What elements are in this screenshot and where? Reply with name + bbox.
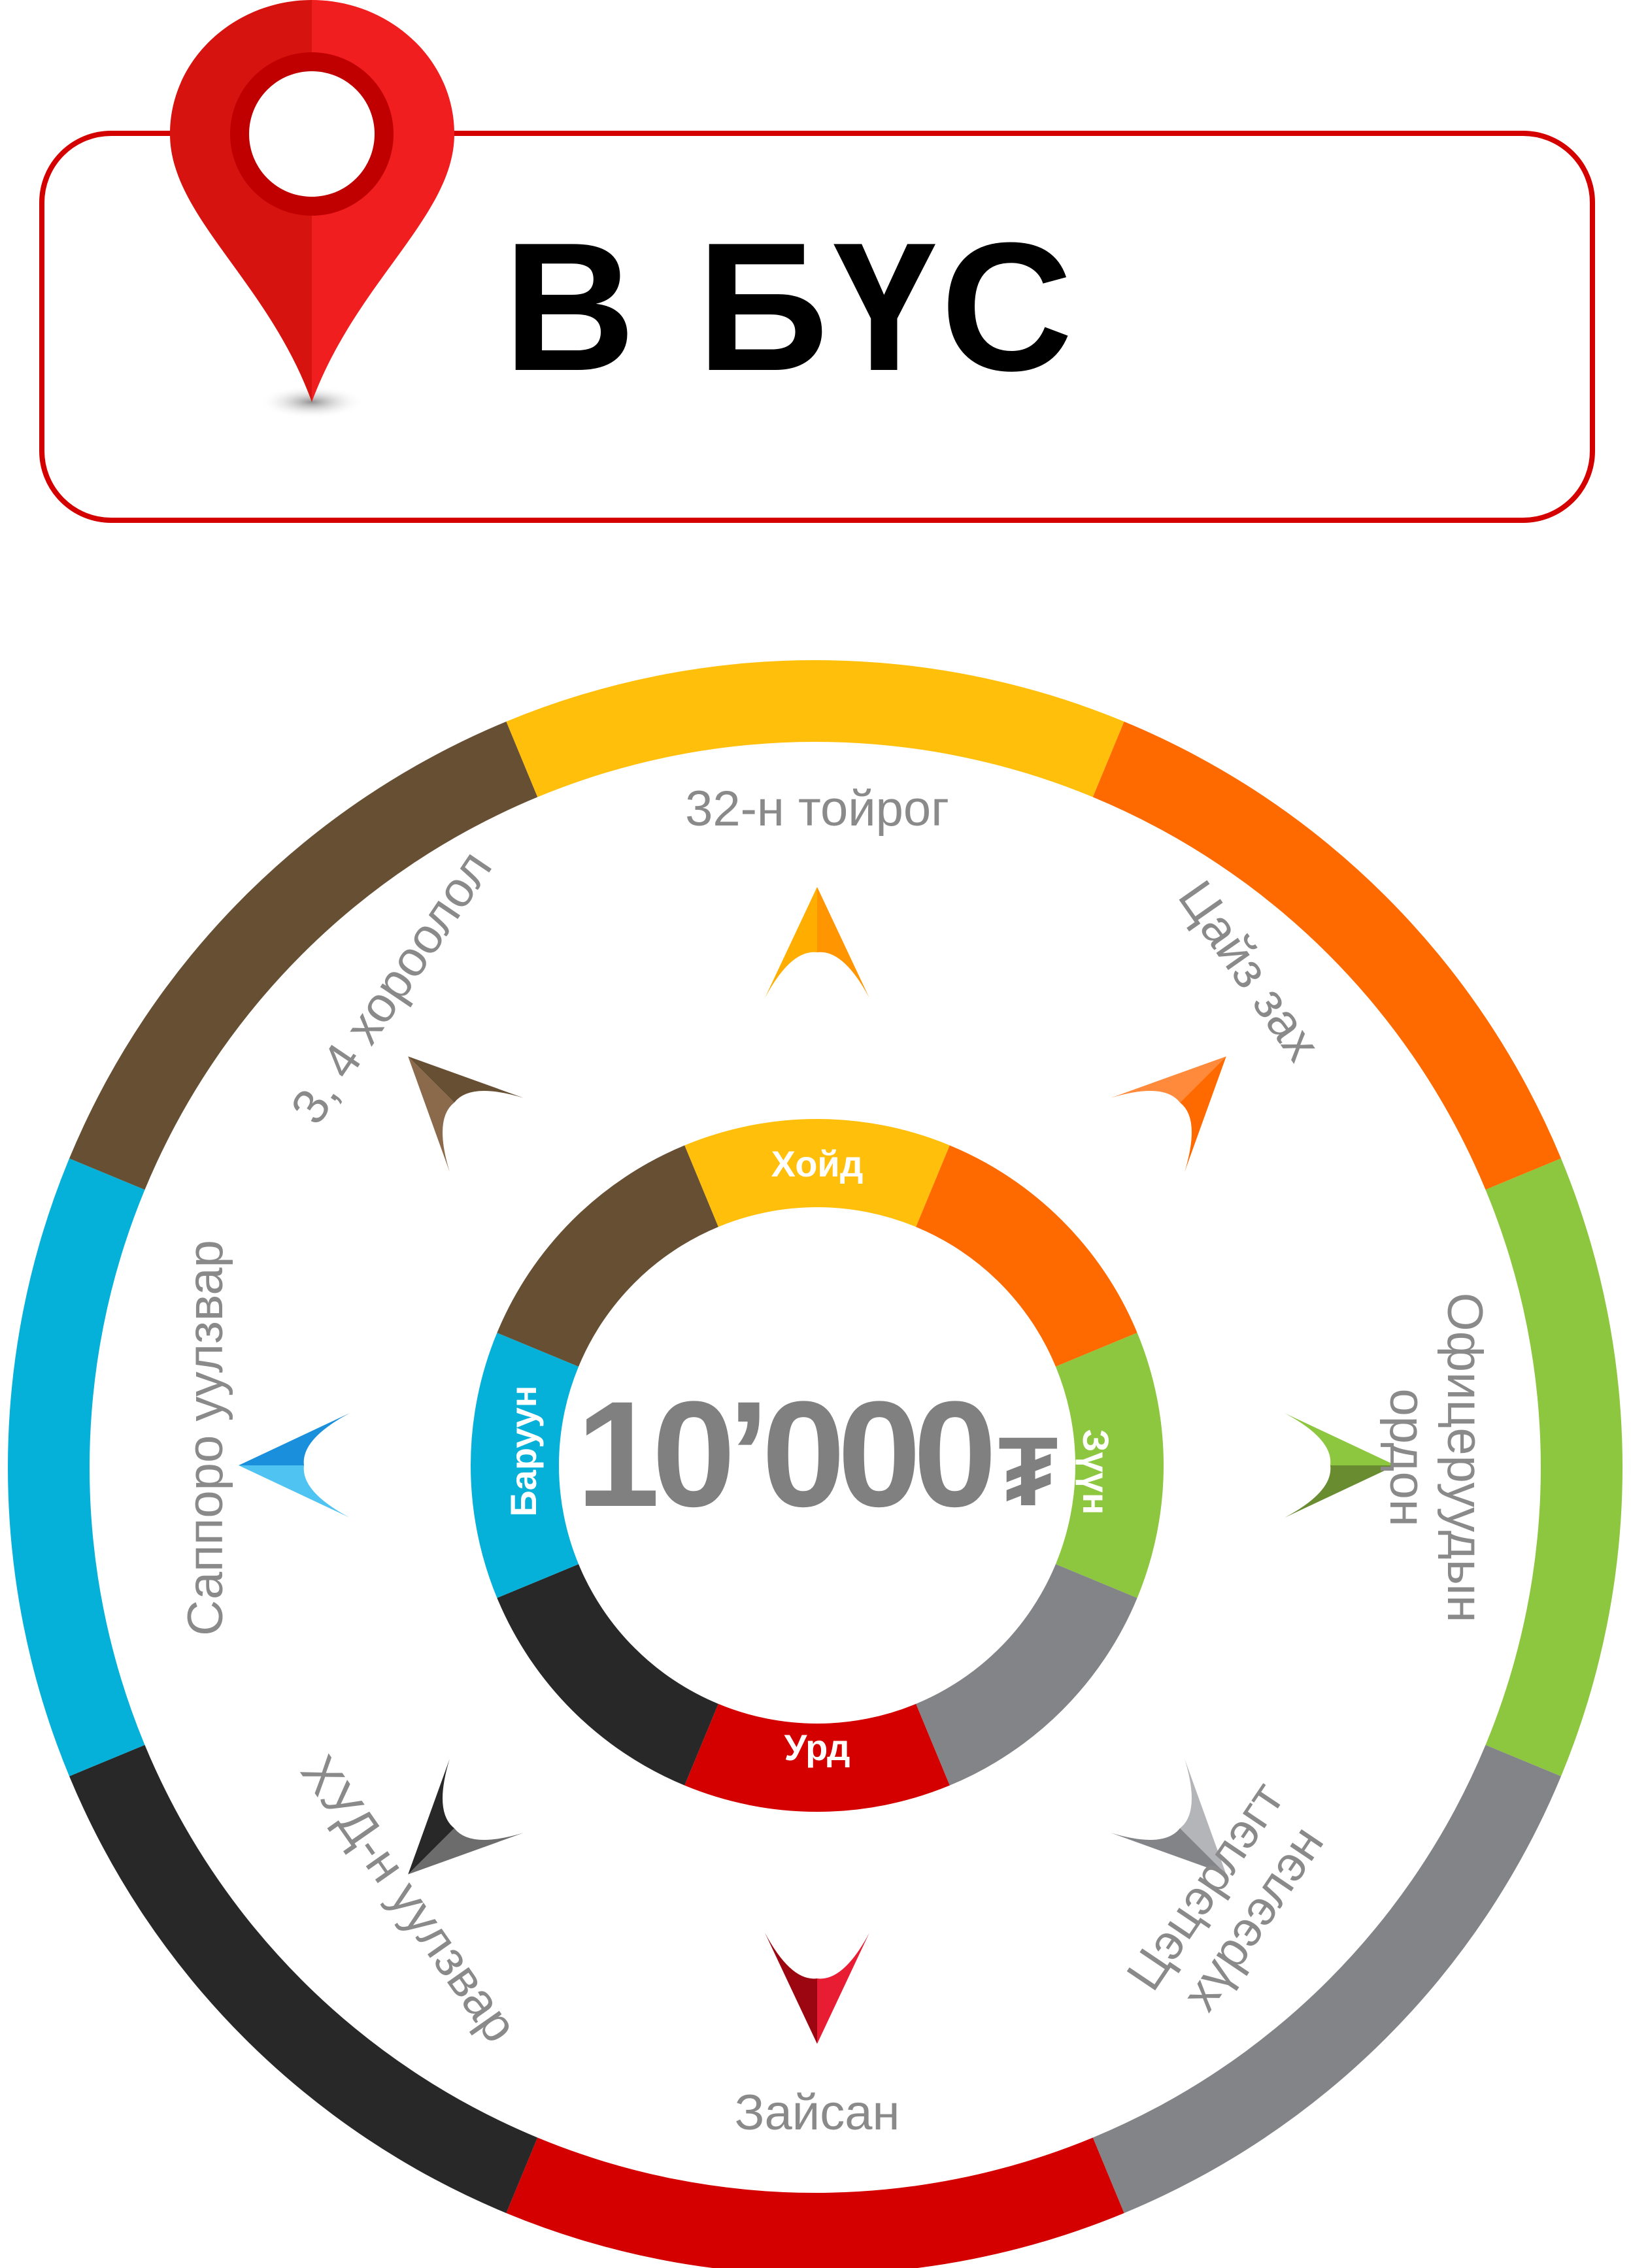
arrow-half-light (408, 1828, 524, 1875)
price-value: 10’000 (576, 1370, 996, 1538)
inner-segment-south-east (916, 1564, 1137, 1786)
arrow-south-east-icon (1111, 1759, 1226, 1875)
arrow-half-light (1111, 1056, 1226, 1103)
inner-segment-south-west (497, 1564, 718, 1786)
outer-segment-1 (1092, 722, 1561, 1190)
arrow-east-icon (1285, 1413, 1396, 1518)
location-label-park: Цэцэрлэгт хүрээлэн (1116, 1773, 1334, 2020)
arrow-west-icon (239, 1413, 350, 1518)
outer-ring (8, 660, 1623, 2268)
pin-hole (249, 71, 375, 197)
arrow-south-icon (765, 1933, 869, 2044)
inner-ring (471, 1119, 1164, 1812)
outer-segment-3 (1092, 1744, 1561, 2213)
inner-segment-north-east (916, 1145, 1137, 1367)
arrows (239, 887, 1396, 2044)
direction-label-south: Урд (784, 1727, 850, 1768)
arrow-half-dark (765, 1933, 817, 2044)
arrow-half-light (408, 1056, 454, 1172)
direction-label-west: Баруун (503, 1386, 544, 1517)
arrow-south-west-icon (408, 1759, 524, 1875)
direction-label-north: Хойд (771, 1143, 864, 1184)
arrow-half-light (765, 887, 817, 998)
arrow-half-dark (239, 1413, 350, 1465)
arrow-half-dark (817, 887, 869, 998)
location-label-officers-line1: Офицеруудын (1437, 1293, 1492, 1623)
map-pin-icon (170, 0, 454, 418)
currency-symbol: ₮ (998, 1416, 1058, 1526)
arrow-half-dark (1111, 1828, 1226, 1875)
outer-segment-5 (69, 1744, 538, 2213)
arrow-north-west-icon (408, 1056, 524, 1172)
location-label-zaisan: Зайсан (735, 2085, 900, 2141)
location-label-officers: Офицеруудын ордон (1379, 1293, 1492, 1623)
arrow-half-dark (1285, 1465, 1396, 1518)
arrow-half-light (239, 1465, 350, 1518)
arrow-north-icon (765, 887, 869, 998)
inner-segment-east (1055, 1333, 1164, 1598)
outer-segment-4 (506, 2137, 1124, 2268)
outer-segment-0 (506, 660, 1124, 797)
price-display: 10’000 ₮ (576, 1379, 1058, 1529)
arrow-half-dark (408, 1759, 454, 1875)
inner-segment-south (684, 1703, 950, 1812)
arrow-north-east-icon (1111, 1056, 1226, 1172)
inner-segment-north-west (497, 1145, 718, 1367)
inner-segment-west (471, 1333, 579, 1598)
arrow-half-dark (1180, 1056, 1226, 1172)
location-label-officers-line2: ордон (1379, 1388, 1435, 1526)
outer-segment-7 (69, 722, 538, 1190)
arrow-half-light (1180, 1759, 1226, 1875)
arrow-half-light (817, 1933, 869, 2044)
page-title: В БҮС (503, 205, 1079, 409)
inner-segment-north (684, 1119, 950, 1227)
location-label-sapporo: Саппоро уулзвар (178, 1240, 233, 1636)
arrow-half-dark (408, 1056, 524, 1103)
outer-segment-6 (8, 1158, 145, 1776)
arrow-half-light (1285, 1413, 1396, 1465)
direction-label-east: Зүүн (1075, 1429, 1117, 1514)
outer-segment-2 (1485, 1158, 1623, 1776)
location-label-32-toirog: 32-н тойрог (685, 781, 949, 837)
